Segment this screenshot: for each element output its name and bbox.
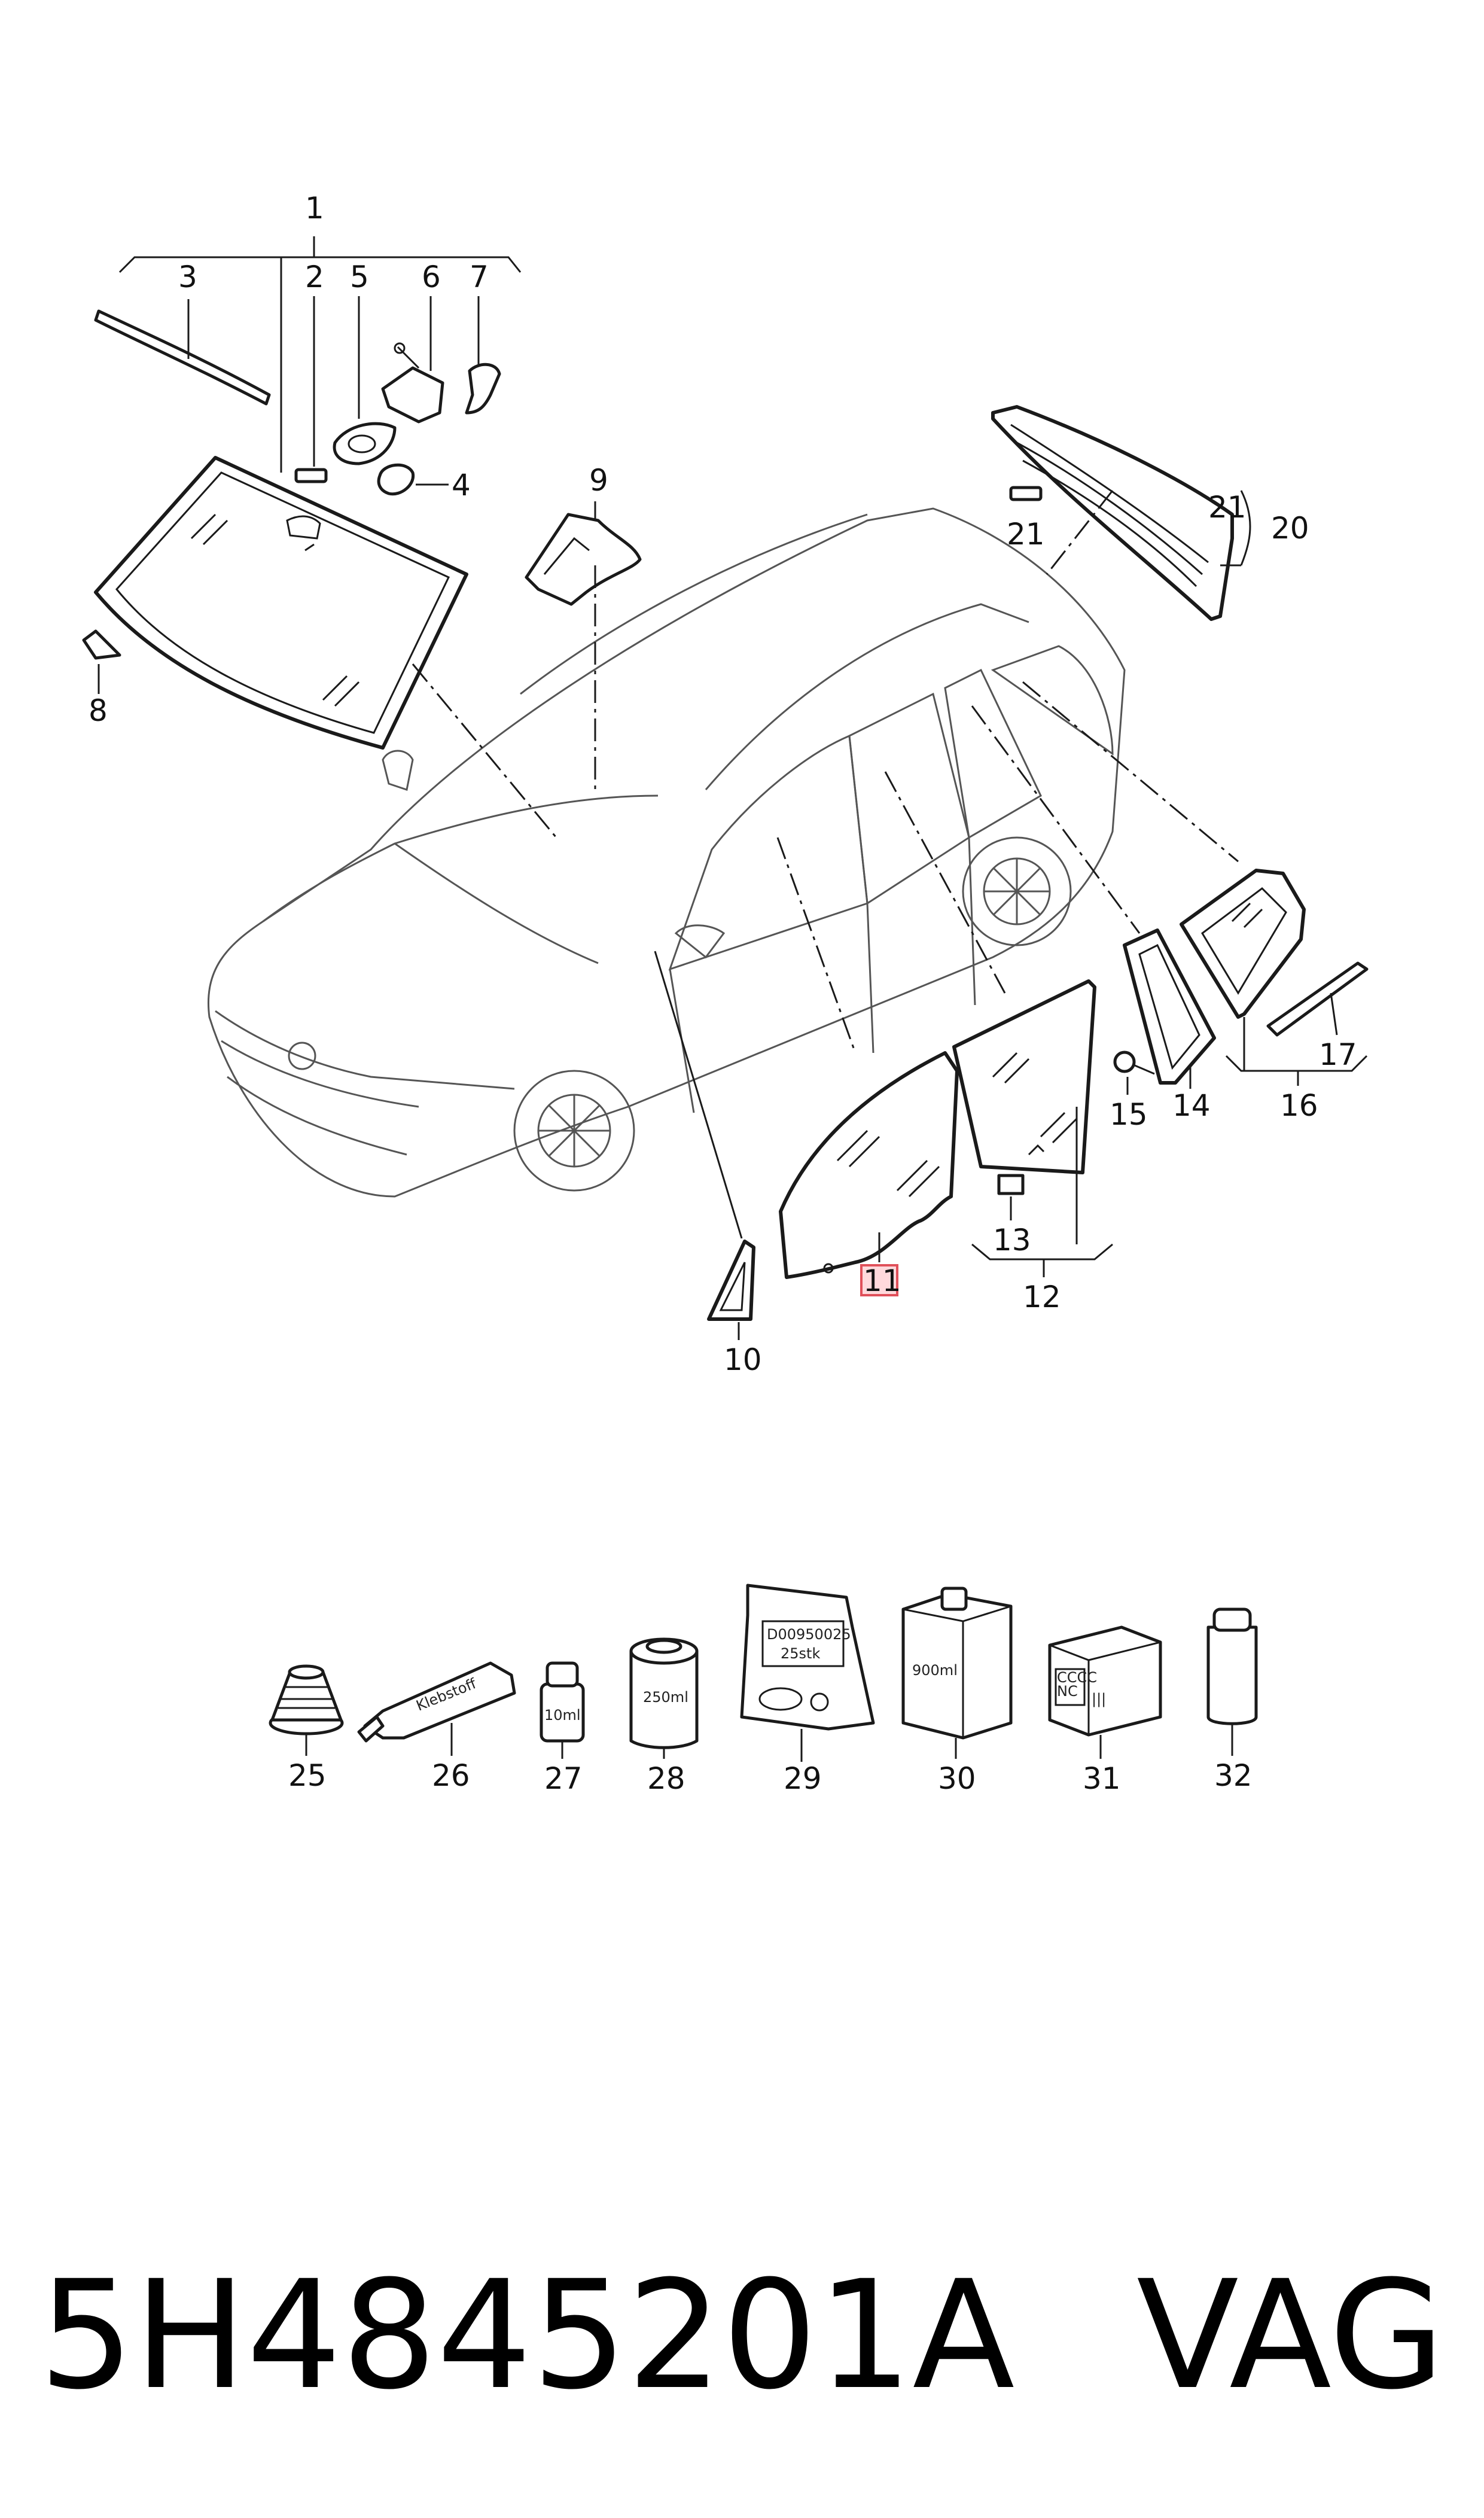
callout-25: 25 (288, 1758, 327, 1793)
callout-7: 7 (470, 260, 489, 294)
callout-20: 20 (1271, 511, 1309, 546)
callout-17: 17 (1319, 1037, 1357, 1072)
callout-8: 8 (89, 693, 108, 728)
part-14-quarter-glass: 14 (971, 705, 1216, 1123)
part-12-rear-door-glass: 12 (884, 771, 1113, 1314)
callout-31: 31 (1083, 1761, 1121, 1796)
part-17-seal: 17 (1266, 961, 1369, 1072)
callout-2: 2 (305, 260, 324, 294)
callout-26: 26 (432, 1758, 470, 1793)
part-number-caption: 5H4845201A (39, 2248, 1014, 2422)
part-16-rear-side-glass: 16 (1022, 681, 1368, 1123)
callout-21: 21 (1007, 517, 1045, 552)
part-7-cable: 7 (465, 260, 501, 415)
callout-5: 5 (350, 260, 369, 294)
part-5-sensor-cover: 5 (333, 260, 397, 465)
part-32-bottle: 32 (1206, 1607, 1258, 1793)
callout-30: 30 (938, 1761, 976, 1796)
callout-27: 27 (544, 1761, 583, 1796)
part-31-box: CCCC NC ||| 31 (1048, 1625, 1162, 1796)
callout-16: 16 (1280, 1088, 1318, 1123)
callout-12: 12 (1023, 1280, 1061, 1314)
car-body (208, 507, 1126, 1198)
part-15-screw: 15 (1110, 1051, 1155, 1132)
bag-label-line2: 25stk (781, 1645, 820, 1662)
callout-10: 10 (724, 1342, 762, 1377)
part-4-rain-sensor: 4 (377, 463, 471, 503)
part-26-adhesive-tube: Klebstoff 26 (357, 1661, 516, 1793)
callout-1: 1 (305, 191, 324, 226)
brand-caption: VAG (1136, 2248, 1445, 2422)
callout-group-1: 1 (118, 191, 522, 473)
part-21-clip: 21 (1007, 486, 1045, 552)
part-25-cone: 25 (269, 1664, 344, 1793)
bottle-small-label: 10ml (544, 1707, 581, 1724)
canister-label: 900ml (912, 1662, 958, 1679)
part-30-canister: 900ml 30 (901, 1587, 1013, 1796)
part-27-small-bottle: 10ml 27 (540, 1661, 585, 1796)
callout-29: 29 (784, 1761, 822, 1796)
box-label-line1: CCCC (1057, 1669, 1097, 1686)
callout-15: 15 (1110, 1097, 1148, 1132)
part-13-pin: 13 (993, 1174, 1031, 1258)
part-11-front-door-glass: 11 (776, 837, 959, 1298)
callout-21-rear: 21 (1208, 490, 1247, 525)
callout-13: 13 (993, 1223, 1031, 1258)
callout-4: 4 (452, 468, 471, 503)
can-label: 250ml (643, 1689, 688, 1706)
callout-11: 11 (863, 1263, 901, 1298)
box-label-line2: NC (1057, 1683, 1078, 1700)
bag-label-line1: D00950025 (767, 1626, 851, 1643)
part-6-bracket: 6 (381, 260, 444, 424)
part-28-can: 250ml 28 (629, 1637, 699, 1796)
callout-32: 32 (1214, 1758, 1253, 1793)
callout-6: 6 (422, 260, 441, 294)
part-2-clip: 2 (294, 260, 328, 483)
callout-28: 28 (647, 1761, 685, 1796)
part-8-cap: 8 (82, 629, 121, 728)
part-9-mirror-base: 9 (525, 463, 642, 790)
callout-14: 14 (1172, 1088, 1211, 1123)
part-1-windshield (94, 456, 557, 838)
part-20-rear-window: 20 21 (991, 405, 1309, 621)
part-3-trim-strip: 3 (94, 260, 271, 406)
callout-9: 9 (589, 463, 608, 498)
part-10-triangle-glass: 10 (654, 951, 762, 1377)
part-29-bag: D00950025 25stk 29 (740, 1584, 875, 1796)
callout-11-highlight (860, 1264, 898, 1296)
box-label-line3: ||| (1092, 1691, 1106, 1707)
callout-3: 3 (178, 260, 197, 294)
